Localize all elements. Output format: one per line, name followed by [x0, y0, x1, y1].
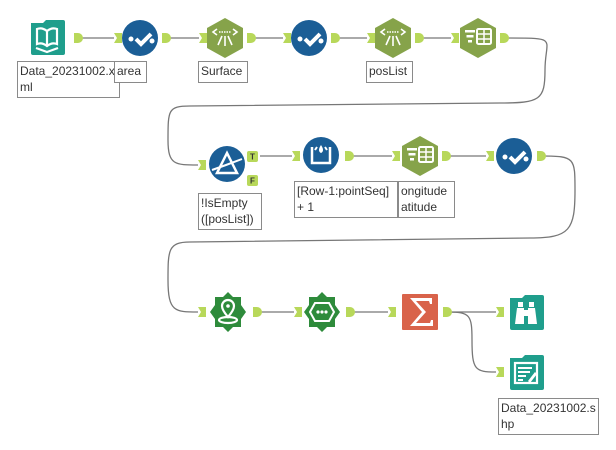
filter-prism-icon: [211, 150, 243, 175]
tool-summarize[interactable]: [402, 294, 438, 330]
tool-filter[interactable]: [209, 146, 245, 182]
output-anchor[interactable]: [442, 151, 451, 161]
input-anchor[interactable]: [388, 307, 396, 317]
annotation-multi-row-formula: [Row-1:pointSeq] + 1: [294, 181, 398, 218]
tool-text-to-columns-1[interactable]: [460, 18, 496, 58]
tool-xml-parse-2[interactable]: [375, 18, 411, 58]
output-anchor[interactable]: [415, 33, 424, 43]
output-anchor[interactable]: [74, 33, 83, 43]
input-anchor[interactable]: [198, 160, 206, 170]
annotation-text-to-columns-2: ongitude atitude: [398, 181, 455, 218]
checkmark-icon: [128, 32, 155, 47]
tool-select-3[interactable]: [496, 138, 532, 174]
annotation-output-data: Data_20231002.s hp: [498, 398, 599, 435]
output-anchor[interactable]: [331, 33, 340, 43]
tool-xml-parse-1[interactable]: [207, 18, 243, 58]
checkmark-icon: [297, 32, 324, 47]
input-anchor[interactable]: [292, 151, 300, 161]
input-anchor[interactable]: [496, 367, 504, 377]
annotation-filter: !IsEmpty ([posList]): [198, 193, 262, 230]
input-anchor[interactable]: [451, 33, 459, 43]
input-anchor[interactable]: [199, 33, 207, 43]
input-anchor[interactable]: [486, 151, 494, 161]
tool-create-points[interactable]: [210, 292, 246, 332]
output-anchor[interactable]: [537, 151, 546, 161]
multi-row-formula-icon: [310, 145, 332, 165]
output-anchor[interactable]: [346, 307, 355, 317]
xml-parse-icon: [379, 28, 407, 46]
connection-texttocol1-filter[interactable]: [167, 37, 548, 166]
annotation-input-data: Data_20231002.x ml: [17, 61, 120, 98]
annotation-select-1: area: [114, 61, 147, 83]
xml-parse-icon: [211, 28, 239, 46]
text-to-columns-icon: [465, 28, 492, 45]
output-anchor[interactable]: [443, 307, 452, 317]
input-anchor[interactable]: [198, 307, 206, 317]
poly-build-icon: [308, 302, 336, 322]
tool-multi-row-formula[interactable]: [303, 137, 339, 173]
book-icon: [35, 27, 59, 54]
tool-text-to-columns-2[interactable]: [402, 136, 438, 176]
tool-input-data[interactable]: [31, 20, 65, 55]
output-anchor[interactable]: [345, 151, 354, 161]
annotation-xml-parse-1: Surface: [198, 61, 248, 83]
tool-select-2[interactable]: [291, 20, 327, 56]
true-anchor-label: T: [250, 153, 255, 162]
input-anchor[interactable]: [114, 33, 122, 43]
tool-browse[interactable]: [510, 295, 544, 330]
tool-poly-build[interactable]: [304, 292, 340, 332]
connection-select3-createpoints[interactable]: [167, 155, 576, 313]
true-anchor[interactable]: [247, 151, 258, 162]
output-anchor[interactable]: [162, 33, 171, 43]
anchors: [74, 33, 546, 377]
false-anchor-label: F: [250, 177, 255, 186]
connection-summarize-output[interactable]: [447, 311, 497, 373]
input-anchor[interactable]: [392, 151, 400, 161]
connections: [82, 37, 576, 373]
text-to-columns-icon: [407, 146, 434, 163]
input-anchor[interactable]: [294, 307, 302, 317]
checkmark-icon: [502, 150, 529, 165]
map-pin-icon: [217, 298, 239, 325]
annotation-xml-parse-2: posList: [366, 61, 413, 83]
false-anchor[interactable]: [247, 175, 258, 186]
tool-output-data[interactable]: [510, 355, 544, 390]
sigma-icon: [410, 298, 433, 326]
output-anchor[interactable]: [247, 33, 256, 43]
input-anchor[interactable]: [367, 33, 375, 43]
output-file-icon: [513, 361, 539, 385]
output-anchor[interactable]: [500, 33, 509, 43]
input-anchor[interactable]: [283, 33, 291, 43]
output-anchor[interactable]: [253, 307, 262, 317]
binoculars-icon: [515, 302, 537, 324]
tool-select-1[interactable]: [122, 20, 158, 56]
input-anchor[interactable]: [496, 307, 504, 317]
